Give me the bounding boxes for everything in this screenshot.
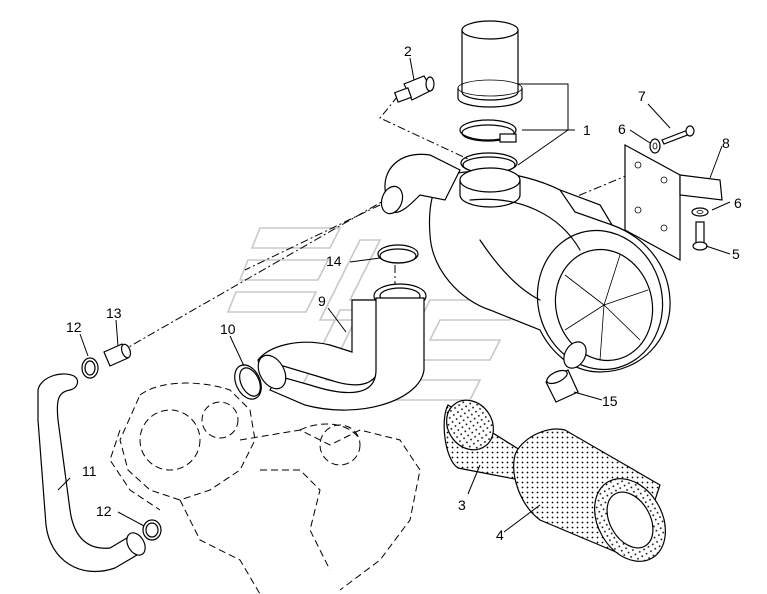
callout-1: 1 xyxy=(583,122,591,138)
callout-labels: 1 2 3 4 5 6 6 7 8 9 10 11 12 12 13 14 15 xyxy=(66,43,742,543)
part-6-washer-bottom xyxy=(691,207,709,217)
callout-7: 7 xyxy=(638,88,646,104)
part-4-outer-filter xyxy=(513,428,666,562)
engine-turbocharger-outline xyxy=(109,382,421,594)
callout-4: 4 xyxy=(496,527,504,543)
callout-9: 9 xyxy=(318,293,326,309)
part-7-bolt xyxy=(661,125,695,145)
part-8-bracket xyxy=(624,143,723,262)
callout-6-top: 6 xyxy=(618,121,626,137)
part-10-clamp xyxy=(234,364,262,400)
part-2-sensor xyxy=(393,75,435,103)
callout-8: 8 xyxy=(722,135,730,151)
callout-3: 3 xyxy=(458,497,466,513)
leader-lines xyxy=(57,57,731,533)
callout-5: 5 xyxy=(732,246,740,262)
part-15-cap xyxy=(545,369,579,403)
part-13-fitting xyxy=(103,343,132,367)
callout-10: 10 xyxy=(220,321,236,337)
callout-11: 11 xyxy=(82,463,97,479)
part-9-hose xyxy=(257,283,427,411)
part-5-bolt xyxy=(692,221,708,251)
part-1-cap-assembly xyxy=(457,20,523,174)
callout-2: 2 xyxy=(404,43,412,59)
part-12-orings xyxy=(81,357,162,541)
callout-12-bottom: 12 xyxy=(96,503,112,519)
callout-6-bottom: 6 xyxy=(734,195,742,211)
part-14-clamp xyxy=(377,244,419,264)
air-filter-housing xyxy=(428,167,671,373)
part-3-inner-filter xyxy=(443,399,521,481)
part-11-pipe xyxy=(37,373,146,573)
callout-13: 13 xyxy=(106,305,122,321)
part-6-washer-top xyxy=(649,138,661,154)
inlet-elbow xyxy=(380,153,461,215)
callout-12-top: 12 xyxy=(66,319,82,335)
callout-14: 14 xyxy=(326,253,342,269)
callout-15: 15 xyxy=(602,393,618,409)
